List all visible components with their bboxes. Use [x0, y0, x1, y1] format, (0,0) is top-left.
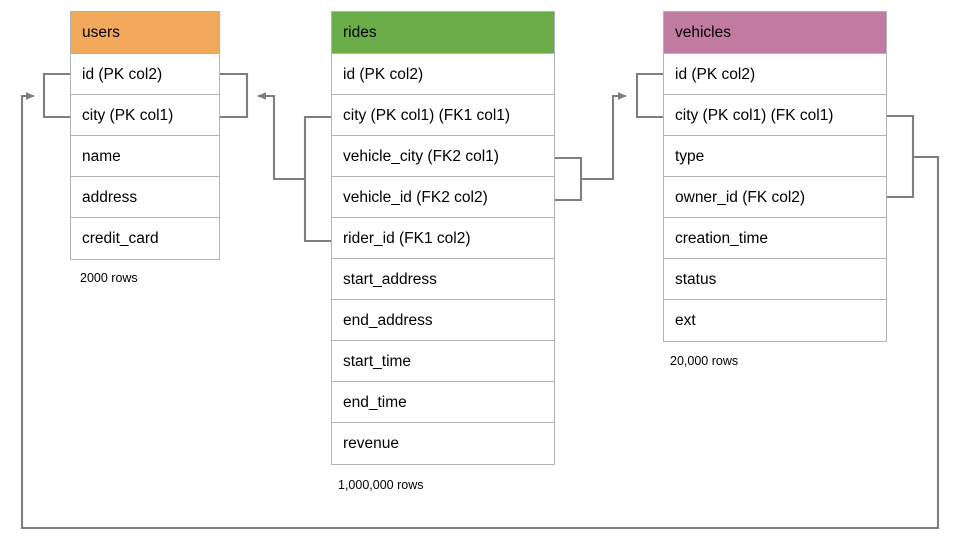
table-users-column-credit-card[interactable]: credit_card: [82, 230, 159, 247]
table-vehicles-column-type[interactable]: type: [664, 136, 886, 177]
table-vehicles-column-city[interactable]: city (PK col1) (FK col1): [664, 95, 886, 136]
table-users-column-id[interactable]: id (PK col2): [71, 54, 219, 95]
rides-left-bracket: [303, 115, 331, 243]
table-vehicles-row-count: 20,000 rows: [670, 354, 739, 368]
table-rides-column-end-time[interactable]: end_time: [332, 382, 554, 423]
table-rides-column-revenue[interactable]: revenue: [343, 435, 400, 452]
table-users-row-count: 2000 rows: [80, 271, 138, 285]
table-rides-column-rider-id[interactable]: rider_id (FK1 col2): [332, 218, 554, 259]
table-users[interactable]: users id (PK col2) city (PK col1) name a…: [70, 11, 220, 260]
vehicles-left-bracket: [635, 72, 663, 119]
table-rides-column-id[interactable]: id (PK col2): [332, 54, 554, 95]
table-users-column-name[interactable]: name: [71, 136, 219, 177]
table-rides-column-vehicle-id[interactable]: vehicle_id (FK2 col2): [332, 177, 554, 218]
table-vehicles-column-status[interactable]: status: [664, 259, 886, 300]
table-rides-column-vehicle-city[interactable]: vehicle_city (FK2 col1): [332, 136, 554, 177]
table-rides-header: rides: [332, 12, 554, 54]
table-rides-column-end-address[interactable]: end_address: [332, 300, 554, 341]
table-rides-column-start-address[interactable]: start_address: [332, 259, 554, 300]
table-rides-row-count: 1,000,000 rows: [338, 478, 424, 492]
rides-right-bracket: [555, 156, 583, 202]
table-users-column-city[interactable]: city (PK col1): [71, 95, 219, 136]
vehicles-right-bracket: [887, 114, 915, 199]
table-users-column-address[interactable]: address: [71, 177, 219, 218]
relationship-rides-vehicle-to-vehicles: [581, 92, 627, 181]
table-vehicles-column-creation-time[interactable]: creation_time: [664, 218, 886, 259]
table-rides-column-start-time[interactable]: start_time: [332, 341, 554, 382]
table-rides[interactable]: rides id (PK col2) city (PK col1) (FK1 c…: [331, 11, 555, 465]
users-left-bracket: [42, 72, 70, 119]
table-users-header: users: [71, 12, 219, 54]
table-vehicles-header: vehicles: [664, 12, 886, 54]
table-vehicles-column-ext[interactable]: ext: [675, 312, 696, 329]
table-rides-column-city[interactable]: city (PK col1) (FK1 col1): [332, 95, 554, 136]
users-right-bracket: [220, 72, 249, 119]
table-vehicles-column-id[interactable]: id (PK col2): [664, 54, 886, 95]
table-vehicles-column-owner-id[interactable]: owner_id (FK col2): [664, 177, 886, 218]
relationship-rides-rider-to-users: [257, 92, 305, 181]
table-vehicles[interactable]: vehicles id (PK col2) city (PK col1) (FK…: [663, 11, 887, 342]
